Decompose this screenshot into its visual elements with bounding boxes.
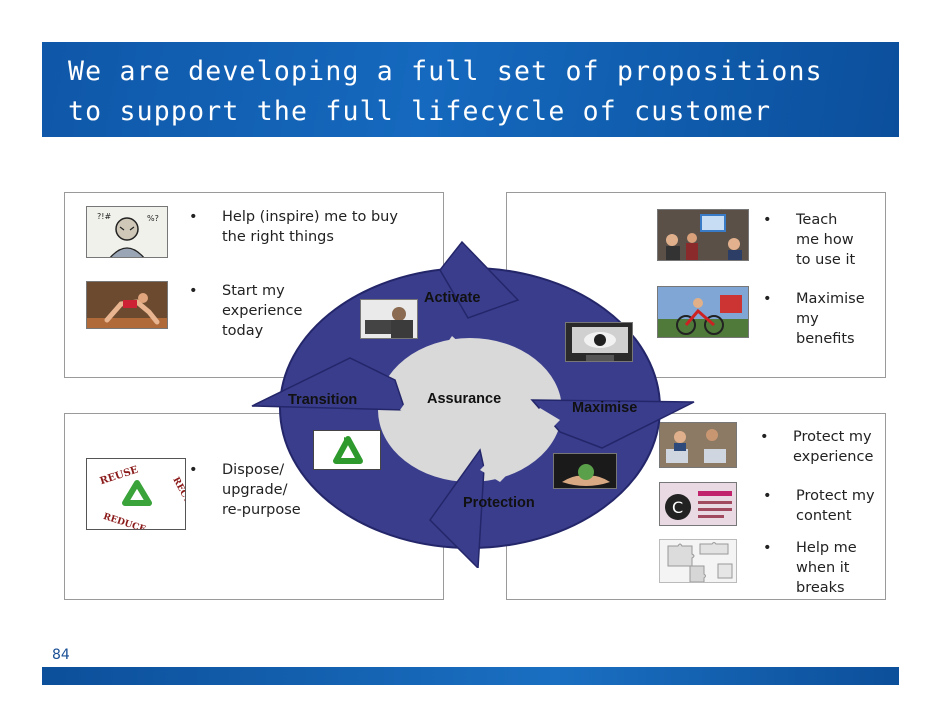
bullet-text: Protect my experience xyxy=(793,429,874,465)
footer-bar xyxy=(42,667,899,685)
bullet-dispose: • Dispose/ upgrade/ re-purpose xyxy=(189,462,301,518)
puzzle-pieces-image xyxy=(659,539,737,583)
bullet-text: Dispose/ upgrade/ re-purpose xyxy=(222,462,301,518)
reuse-recycle-reduce-logo: REUSE RECYCLE REDUCE xyxy=(86,458,186,530)
sprinter-image xyxy=(86,281,168,329)
page-number: 84 xyxy=(52,647,70,663)
title-banner: We are developing a full set of proposit… xyxy=(42,42,899,167)
copyright-content-image: C xyxy=(659,482,737,526)
svg-text:?!#: ?!# xyxy=(97,212,111,221)
bullet-text: Teach me how to use it xyxy=(796,212,856,268)
assurance-label: Assurance xyxy=(427,391,502,407)
hands-globe-image xyxy=(553,453,617,489)
protection-label: Protection xyxy=(463,495,535,511)
bullet-inspire-buy: • Help (inspire) me to buy the right thi… xyxy=(189,209,398,245)
bullet-text: Help me when it breaks xyxy=(796,540,857,596)
bullet-help-breaks: • Help me when it breaks xyxy=(763,540,857,596)
activate-arrow xyxy=(439,240,520,319)
inner-gap-top-left xyxy=(400,336,470,420)
bullet-teach: • Teach me how to use it xyxy=(763,212,856,268)
bullet-text: Start my experience today xyxy=(222,283,303,339)
transition-arrow xyxy=(251,357,407,411)
woman-laptop-image xyxy=(360,299,418,339)
bullet-start-experience: • Start my experience today xyxy=(189,283,303,339)
training-class-image xyxy=(657,209,749,261)
bullet-maximise-benefits: • Maximise my benefits xyxy=(763,291,865,347)
inner-gap-bottom-right xyxy=(480,408,560,482)
transition-label: Transition xyxy=(288,392,358,408)
recycle-symbol-image xyxy=(313,430,381,470)
svg-text:C: C xyxy=(672,498,683,517)
activate-label: Activate xyxy=(424,290,481,306)
bullet-protect-experience: • Protect my experience xyxy=(760,429,874,465)
maximise-label: Maximise xyxy=(572,400,638,416)
bullet-protect-content: • Protect my content xyxy=(763,488,875,524)
logo-recycle-text: RECYCLE xyxy=(170,476,186,523)
bullet-text: Maximise my benefits xyxy=(796,291,865,347)
bullet-text: Protect my content xyxy=(796,488,875,524)
slide-title: We are developing a full set of proposit… xyxy=(68,56,823,167)
classroom-laptops-image xyxy=(659,422,737,468)
confused-person-image: ?!# %? xyxy=(86,206,168,258)
bullet-text: Help (inspire) me to buy the right thing… xyxy=(222,209,398,245)
cyclists-image xyxy=(657,286,749,338)
svg-text:%?: %? xyxy=(147,214,159,223)
eye-monitor-image xyxy=(565,322,633,362)
protection-arrow xyxy=(429,448,485,568)
